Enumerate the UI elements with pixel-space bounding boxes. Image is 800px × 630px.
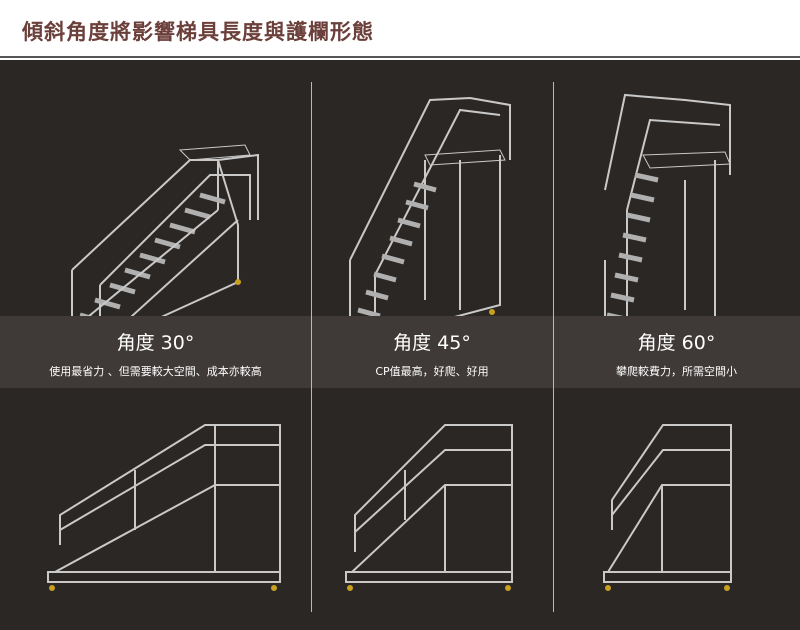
column-60-degree: 角度 60° 攀爬較費力，所需空間小 [553, 316, 800, 388]
column-45-degree: 角度 45° CP值最高，好爬、好用 [311, 316, 553, 388]
stair-30-perspective [71, 144, 259, 347]
stair-60-side [603, 424, 732, 583]
comparison-panel: 角度 30° 使用最省力 、但需要較大空間、成本亦較高 角度 45° CP值最高… [0, 60, 800, 630]
stair-45-perspective [349, 96, 511, 340]
angle-description: 攀爬較費力，所需空間小 [616, 365, 737, 378]
angle-description: 使用最省力 、但需要較大空間、成本亦較高 [49, 365, 262, 378]
column-divider [311, 82, 312, 612]
stair-45-side [345, 424, 513, 583]
angle-description: CP值最高，好爬、好用 [375, 365, 489, 378]
page-title: 傾斜角度將影響梯具長度與護欄形態 [22, 20, 374, 44]
header: 傾斜角度將影響梯具長度與護欄形態 [0, 0, 800, 58]
column-divider [553, 82, 554, 612]
angle-label: 角度 30° [116, 332, 195, 354]
caption-band [0, 316, 800, 388]
angle-label: 角度 45° [393, 332, 471, 354]
stair-30-side [47, 424, 281, 583]
angle-label: 角度 60° [637, 332, 716, 354]
stair-60-perspective [604, 93, 731, 350]
column-30-degree: 角度 30° 使用最省力 、但需要較大空間、成本亦較高 [0, 316, 311, 388]
